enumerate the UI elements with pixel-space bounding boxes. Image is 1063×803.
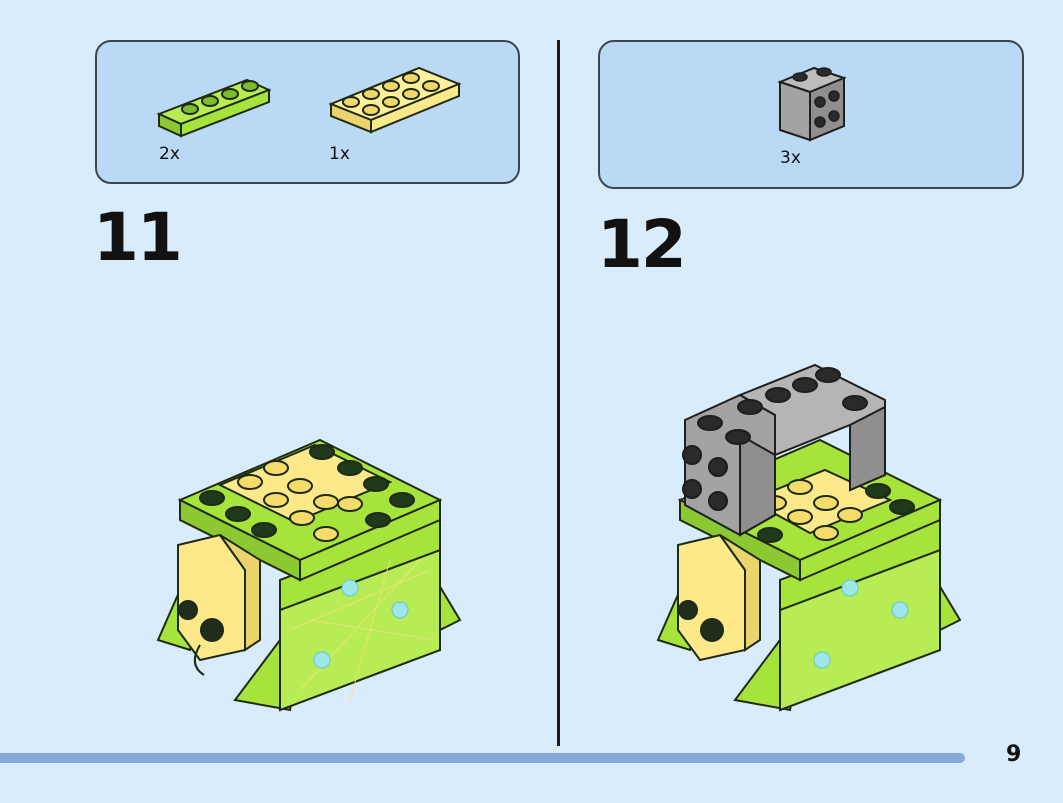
- step-11-model-illustration: [156, 438, 462, 712]
- step-number: 11: [93, 199, 183, 276]
- step-divider: [557, 40, 560, 746]
- parts-callout-step-12: 3x: [598, 40, 1024, 189]
- yellow-plate-2x4-icon: [328, 66, 462, 134]
- step-12-model-illustration: [656, 363, 962, 712]
- part-quantity: 1x: [329, 144, 350, 164]
- progress-bar: [0, 753, 965, 763]
- gray-brick-with-studs-on-side-icon: [777, 66, 847, 142]
- part-quantity: 2x: [159, 144, 180, 164]
- parts-callout-step-11: 2x 1x: [95, 40, 520, 184]
- step-number: 12: [597, 206, 687, 283]
- lime-plate-1x4-icon: [156, 78, 272, 138]
- part-quantity: 3x: [780, 148, 801, 168]
- page-number: 9: [1006, 742, 1022, 767]
